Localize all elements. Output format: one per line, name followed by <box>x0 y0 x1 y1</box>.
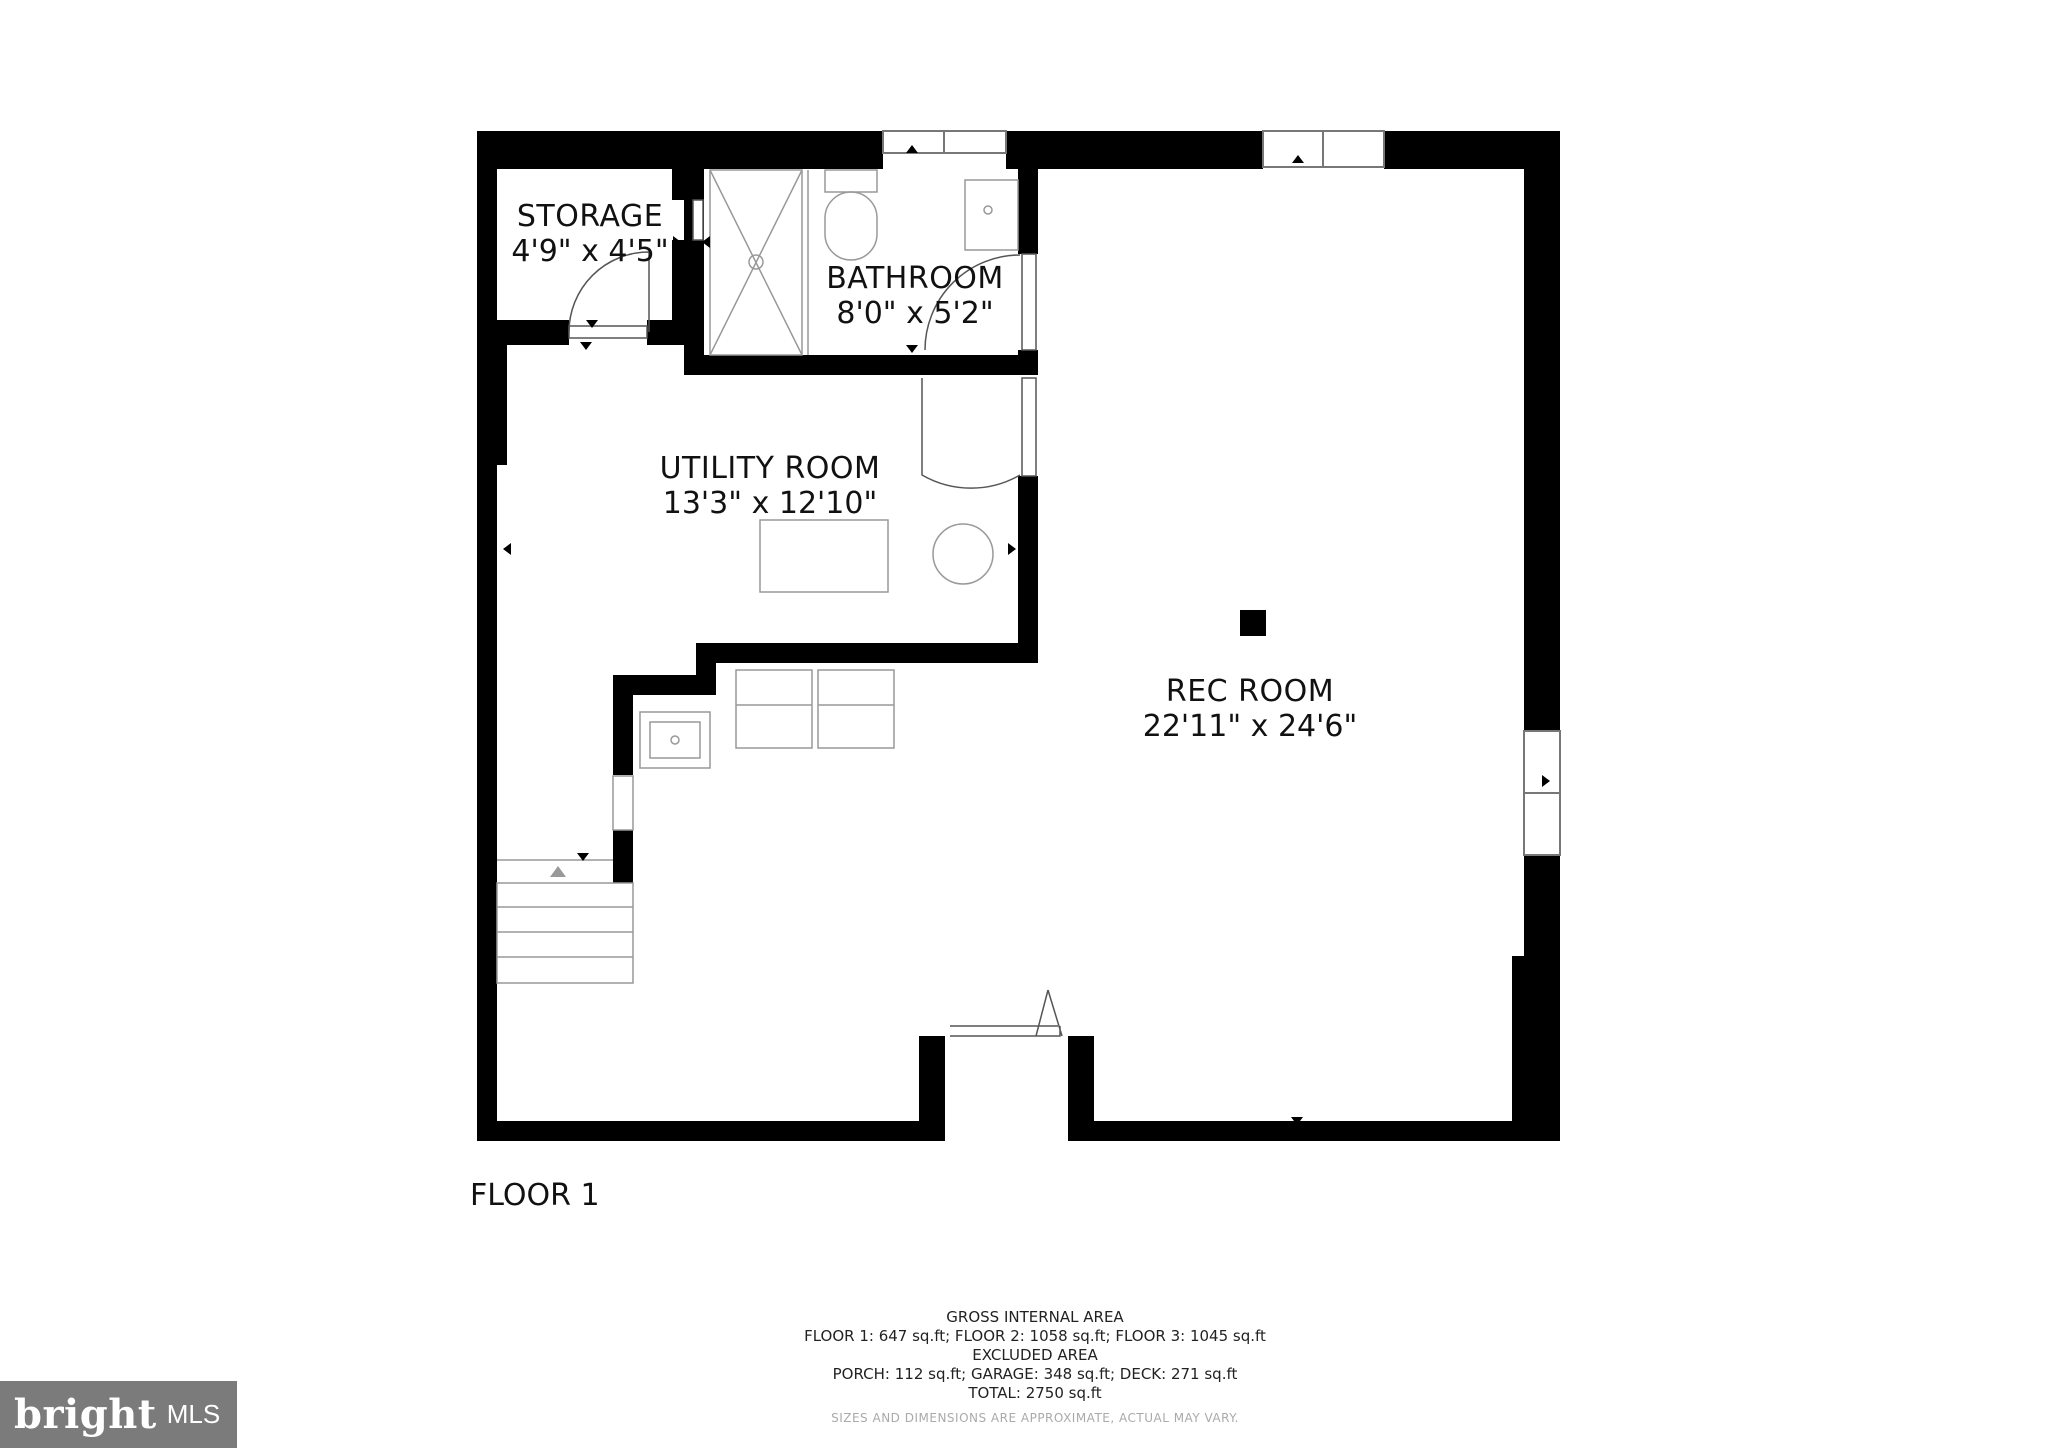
toilet-bowl <box>824 191 878 261</box>
floor-label: FLOOR 1 <box>470 1178 600 1213</box>
wall-right-thick <box>1512 956 1560 1141</box>
bath-right-wall-2 <box>1018 350 1038 375</box>
utility-step-wall <box>696 643 716 683</box>
bath-side-door-frame <box>692 199 704 241</box>
toilet-tank <box>824 169 878 193</box>
area-floors: FLOOR 1: 647 sq.ft; FLOOR 2: 1058 sq.ft;… <box>804 1327 1266 1345</box>
laundry-left-wall <box>613 675 633 775</box>
marker <box>1292 155 1304 163</box>
disclaimer-note: SIZES AND DIMENSIONS ARE APPROXIMATE, AC… <box>831 1411 1239 1425</box>
laundry-sink <box>639 711 711 769</box>
utility-label: UTILITY ROOM 13'3" x 12'10" <box>620 451 920 521</box>
storage-bottom-wall <box>497 320 569 345</box>
utility-door-opening <box>1021 377 1037 477</box>
storage-right-wall <box>672 150 684 200</box>
wall-left <box>477 131 497 1141</box>
bath-right-wall <box>1018 150 1038 254</box>
rec-name: REC ROOM <box>1165 674 1335 709</box>
rec-label: REC ROOM 22'11" x 24'6" <box>1120 674 1380 744</box>
bath-left-wall <box>684 150 704 375</box>
stairs <box>496 882 634 984</box>
bright-mls-logo: bright MLS <box>0 1381 237 1448</box>
excluded-heading: EXCLUDED AREA <box>972 1346 1098 1364</box>
utility-right-wall <box>1018 476 1038 646</box>
utility-dim: 13'3" x 12'10" <box>662 485 878 521</box>
storage-right-wall-2 <box>672 240 684 345</box>
fixtures <box>496 169 1019 984</box>
bay-right <box>1068 1036 1094 1141</box>
wall-bottom-right <box>1085 1121 1560 1141</box>
area-heading: GROSS INTERNAL AREA <box>946 1308 1124 1326</box>
storage-door-swing <box>568 251 650 333</box>
marker <box>1291 1117 1303 1125</box>
marker <box>1542 775 1550 787</box>
bath-bottom-wall <box>684 355 1038 375</box>
stair-arrow <box>550 866 566 877</box>
washer <box>735 669 813 749</box>
storage-name: STORAGE <box>516 199 664 234</box>
utility-left-stub <box>497 345 507 465</box>
windows <box>882 130 1561 856</box>
logo-word: bright <box>14 1391 157 1438</box>
marker <box>906 345 918 353</box>
utility-name: UTILITY ROOM <box>659 451 881 486</box>
shower <box>709 169 803 356</box>
support-column <box>1240 610 1266 636</box>
storage-dim: 4'9" x 4'5" <box>511 233 669 269</box>
walls <box>477 131 1560 1141</box>
storage-label: STORAGE 4'9" x 4'5" <box>510 199 670 269</box>
wall-bottom-left <box>477 1121 939 1141</box>
wall-top-mid <box>1006 131 1263 169</box>
stair-wall <box>613 830 633 883</box>
bathroom-name: BATHROOM <box>826 261 1004 296</box>
marker <box>906 145 918 153</box>
stair-rail <box>612 775 634 831</box>
marker <box>580 342 592 350</box>
marker <box>673 236 681 248</box>
marker <box>586 320 598 328</box>
bath-door-swing <box>924 254 1021 351</box>
bathroom-label: BATHROOM 8'0" x 5'2" <box>800 261 1030 331</box>
storage-door-opening <box>568 325 648 339</box>
water-heater-base <box>759 519 889 593</box>
bath-door-opening <box>1021 253 1037 351</box>
bay-left <box>919 1036 945 1141</box>
marker <box>702 236 710 248</box>
marker <box>1008 543 1016 555</box>
wall-right <box>1524 131 1560 731</box>
exterior-door <box>950 989 1063 1037</box>
water-heater <box>932 523 994 585</box>
marker <box>586 150 598 158</box>
total-area: TOTAL: 2750 sq.ft <box>968 1384 1102 1402</box>
bathroom-dim: 8'0" x 5'2" <box>836 295 994 331</box>
storage-bottom-wall-2 <box>647 320 684 345</box>
logo-suffix: MLS <box>166 1399 221 1429</box>
doors <box>568 199 1063 1037</box>
utility-bottom-wall <box>696 643 1038 663</box>
dimension-markers <box>503 145 1550 1125</box>
rec-dim: 22'11" x 24'6" <box>1142 708 1358 744</box>
bath-sink <box>964 179 1019 251</box>
excluded-areas: PORCH: 112 sq.ft; GARAGE: 348 sq.ft; DEC… <box>832 1365 1238 1383</box>
area-summary: GROSS INTERNAL AREA FLOOR 1: 647 sq.ft; … <box>760 1308 1310 1428</box>
utility-door-swing <box>921 378 1021 489</box>
laundry-top-wall <box>613 675 716 695</box>
dryer <box>817 669 895 749</box>
marker <box>577 853 589 861</box>
marker <box>503 543 511 555</box>
